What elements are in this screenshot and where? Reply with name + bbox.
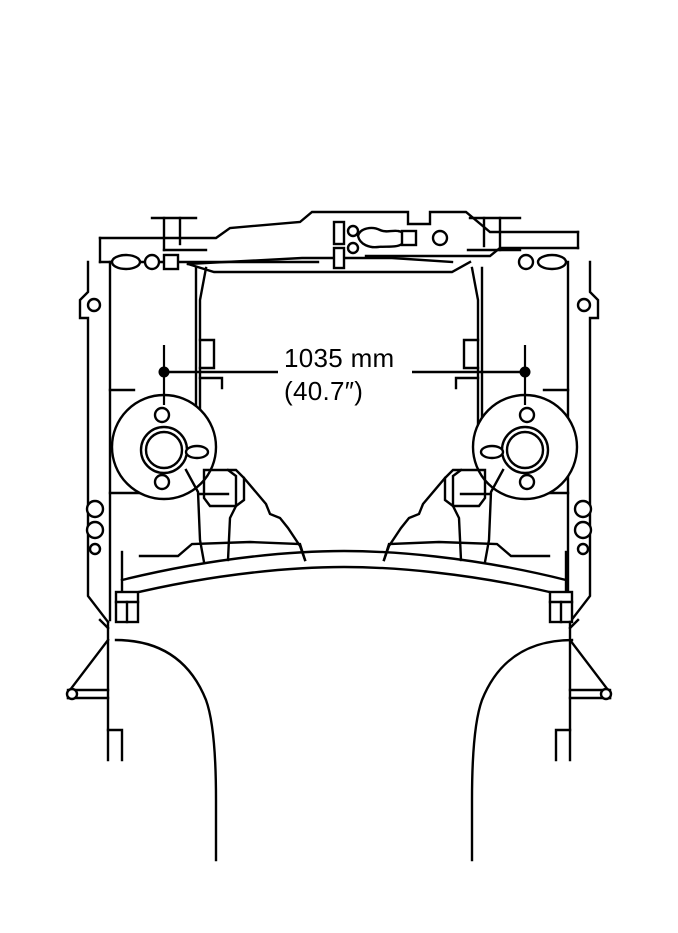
dimension-primary-label: 1035 mm [284,343,394,373]
rail-hole-right-1 [573,499,593,519]
left-side-rail [78,260,144,624]
square-hole-right [400,229,418,247]
crossmember-cutouts [110,220,568,271]
rail-hole-right-2 [573,520,593,540]
left-boss-polygon [202,468,246,508]
rail-hole-left-1 [85,499,105,519]
right-clip-bracket [548,590,574,624]
round-hole-slot-lower [346,241,360,255]
right-boss-polygon [443,468,487,508]
left-clip-bracket [114,590,140,624]
right-shock-tower-bracket [382,468,551,564]
left-shock-tower-bracket [138,468,307,564]
left-hub-bolt-hole-bottom [153,473,171,491]
dimension-secondary-label: (40.7″) [284,376,363,406]
dim-endpoint-right [519,366,531,378]
rail-hole-top-right [576,297,592,313]
lower-sweeping-panel [114,638,574,862]
round-hole-left [143,253,161,271]
right-hub-slot [479,444,505,460]
left-hub-bolt-hole-top [153,406,171,424]
round-hole-far-right [517,253,535,271]
oval-hole-left [110,253,142,271]
left-top-mount-tab [150,216,208,252]
slot-hole-upper [332,220,346,246]
left-gusset-bracket [65,618,124,762]
left-hub-flange [110,393,218,501]
right-top-mount-tab [466,216,522,252]
left-hub-bore-inner [144,430,184,470]
dim-endpoint-left [158,366,170,378]
oval-hole-right [536,253,568,271]
right-hub-flange [471,393,579,501]
rail-hole-left-2 [85,520,105,540]
left-hub-slot [184,444,210,460]
dimension-callout: 1035 mm (40.7″) [158,343,531,406]
round-hole-right [431,229,449,247]
rail-hole-right-3 [576,542,590,556]
right-hub-bolt-hole-bottom [518,473,536,491]
rail-hole-top-left [86,297,102,313]
round-hole-slot-upper [346,224,360,238]
slot-hole-lower [332,246,346,270]
right-gusset-bracket [554,618,613,762]
lower-apron-panel [120,549,568,598]
irregular-cutout [356,226,407,249]
right-hub-bolt-hole-top [518,406,536,424]
right-hub-bore-inner [505,430,545,470]
square-hole-left [162,253,180,271]
inner-struts [194,266,484,442]
left-gusset-bolt-hole [65,687,79,701]
rail-hole-left-3 [88,542,102,556]
right-gusset-bolt-hole [599,687,613,701]
